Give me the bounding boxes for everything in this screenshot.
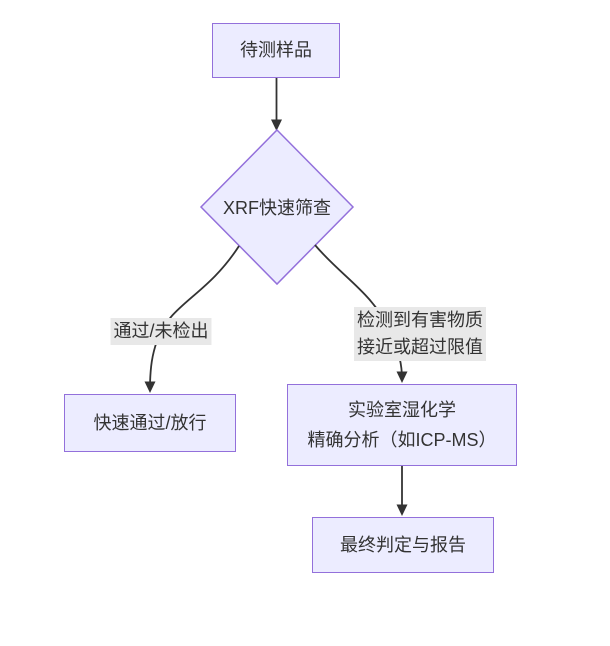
node-report-label: 最终判定与报告: [340, 534, 466, 555]
node-decision-label: XRF快速筛查: [223, 198, 331, 218]
edge-label-pass: 通过/未检出: [110, 318, 212, 345]
edge-label-detect: 检测到有害物质 接近或超过限值: [354, 307, 486, 361]
arrowhead-sample-to-decision: [271, 119, 282, 131]
node-lab: 实验室湿化学 精确分析（如ICP-MS）: [287, 384, 517, 466]
edge-label-detect-line2: 接近或超过限值: [357, 337, 483, 357]
node-lab-line1: 实验室湿化学: [348, 400, 456, 420]
edge-label-detect-line1: 检测到有害物质: [357, 310, 483, 330]
edge-decision-to-release: [149, 245, 240, 385]
node-release-label: 快速通过/放行: [93, 412, 207, 433]
node-release: 快速通过/放行: [64, 394, 236, 452]
arrowhead-decision-to-release: [144, 381, 156, 393]
arrowhead-decision-to-lab: [396, 371, 408, 383]
node-sample: 待测样品: [212, 23, 340, 78]
node-lab-line2: 精确分析（如ICP-MS）: [307, 430, 497, 450]
node-lab-label: 实验室湿化学 精确分析（如ICP-MS）: [308, 395, 497, 455]
arrowhead-lab-to-report: [396, 504, 408, 516]
node-sample-label: 待测样品: [240, 40, 312, 60]
node-report: 最终判定与报告: [312, 517, 494, 573]
